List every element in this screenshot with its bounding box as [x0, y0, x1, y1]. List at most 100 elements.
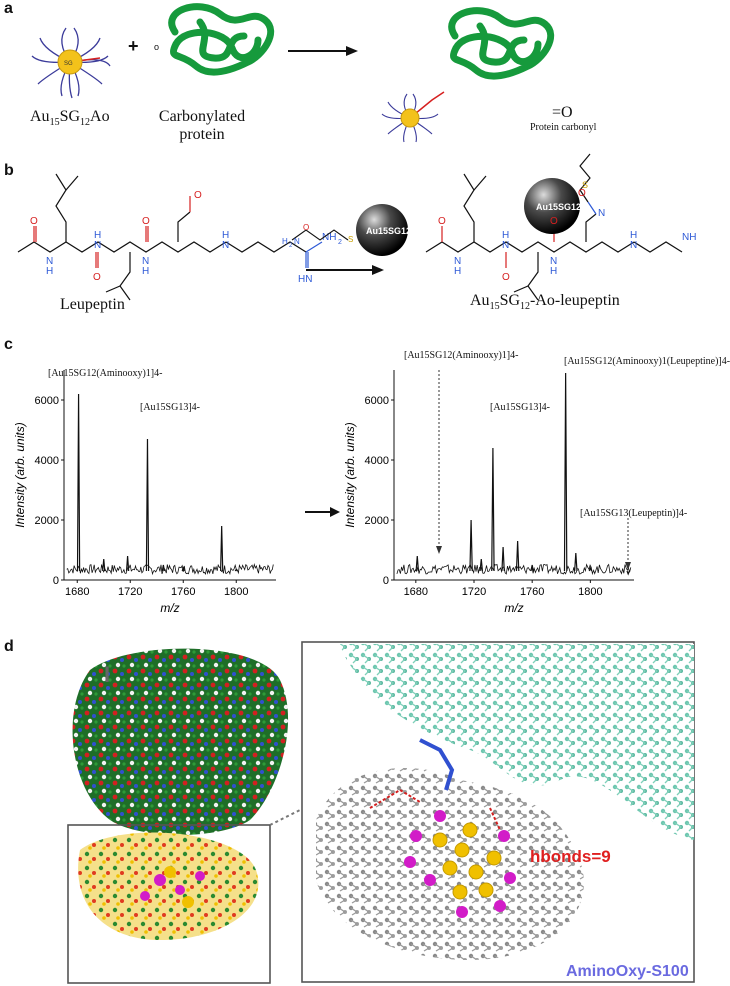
svg-text:Au15SG12: Au15SG12 [366, 226, 411, 236]
svg-text:H: H [282, 237, 288, 246]
svg-text:N: N [46, 256, 53, 267]
svg-text:N: N [630, 240, 637, 251]
svg-text:NH: NH [322, 232, 336, 243]
svg-text:S: S [348, 235, 353, 244]
product-gold-sphere [524, 178, 580, 234]
y-tick-label: 0 [53, 575, 59, 587]
spectrum-peak [145, 438, 150, 572]
svg-text:SG: SG [64, 61, 73, 67]
svg-text:N: N [454, 256, 461, 267]
spectrum-peak [563, 372, 568, 572]
y-tick-label: 2000 [365, 515, 389, 527]
svg-text:O: O [550, 216, 558, 227]
svg-text:Au15SG12: Au15SG12 [536, 202, 581, 212]
x-tick-label: 1800 [224, 586, 248, 598]
spectrum-peak [588, 566, 593, 572]
svg-text:HN: HN [298, 274, 312, 285]
spectrum-peak [102, 558, 106, 572]
zoomed-interface-model [316, 644, 694, 960]
x-tick-label: 1720 [118, 586, 142, 598]
spectrum-peak [234, 568, 238, 572]
svg-text:O: O [578, 188, 586, 199]
svg-text:H: H [46, 266, 53, 277]
x-axis-label: m/z [160, 601, 179, 615]
nanocluster-conjugate-icon [381, 91, 445, 143]
spectrum-peak [530, 564, 534, 572]
protein-conjugate-icon [448, 7, 555, 80]
spectrum-peak [469, 519, 473, 572]
x-tick-label: 1720 [462, 586, 486, 598]
gold-cluster-sphere [356, 204, 408, 256]
cluster-label: Au15SG12Ao [30, 108, 110, 129]
product-label: Au15SG12-Ao-leupeptin [470, 292, 620, 313]
annotation-left-1: [Au15SG12(Aminooxy)1]4- [48, 368, 163, 379]
spectrum-baseline [66, 562, 274, 576]
svg-text:N: N [222, 240, 229, 251]
panel-d-graphic: I hbonds=9 AminoOxy-S100 [67, 641, 695, 984]
annotation-left-2: [Au15SG13]4- [140, 402, 200, 413]
leupeptin-label: Leupeptin [60, 296, 125, 313]
spectrum-peak [220, 525, 224, 572]
protein-complex-model [72, 648, 289, 940]
roman-numeral: I [104, 662, 110, 687]
spectrum-peak [76, 393, 81, 572]
carbonyl-caption: Protein carbonyl [530, 122, 597, 133]
x-tick-label: 1800 [578, 586, 602, 598]
panel-letter-c: c [4, 336, 13, 353]
panel-letter-b: b [4, 162, 14, 179]
spectrum-peak [574, 552, 578, 572]
panel-letter-d: d [4, 638, 14, 655]
svg-text:H: H [222, 230, 229, 241]
svg-text:H: H [94, 230, 101, 241]
spectrum-peak [415, 555, 420, 572]
model-label: AminoOxy-S100 [566, 963, 689, 980]
zoom-box [67, 824, 271, 984]
svg-text:2: 2 [338, 239, 342, 246]
hbonds-label: hbonds=9 [530, 847, 611, 866]
leupeptin-structure [17, 173, 323, 301]
protein-label: Carbonylated protein [158, 108, 246, 143]
annotation-arrowhead [436, 546, 442, 554]
svg-text:2: 2 [289, 243, 293, 249]
annotation-right-4: [Au15SG13(Leupeptin)]4- [580, 508, 688, 519]
svg-text:O: O [303, 223, 309, 232]
annotation-right-2: [Au15SG13]4- [490, 402, 550, 413]
x-tick-label: 1680 [65, 586, 89, 598]
svg-text:H: H [550, 266, 557, 277]
product-structure [425, 153, 683, 301]
annotation-arrowhead [625, 562, 631, 570]
annotation-right-1: [Au15SG12(Aminooxy)1]4- [404, 350, 519, 361]
y-tick-label: 4000 [35, 455, 59, 467]
nanocluster-icon: SG [31, 27, 111, 99]
spectrum-peak [626, 570, 630, 576]
plus-sign: + [128, 36, 139, 56]
panel-letter-a: a [4, 0, 13, 17]
annotation-right-3: [Au15SG12(Aminooxy)1(Leupeptine)]4- [564, 356, 730, 367]
spectrum-peak [491, 447, 495, 572]
spectrum-peak [161, 564, 166, 572]
svg-text:NH: NH [682, 232, 696, 243]
svg-text:H: H [630, 230, 637, 241]
y-tick-label: 0 [383, 575, 389, 587]
svg-text:H: H [454, 266, 461, 277]
panel-c-arrow [305, 507, 340, 517]
svg-text:O: O [502, 272, 510, 283]
svg-text:S: S [582, 180, 588, 190]
svg-text:O: O [93, 272, 101, 283]
svg-text:N: N [502, 240, 509, 251]
svg-text:N: N [598, 208, 605, 219]
svg-text:o: o [154, 42, 159, 52]
svg-text:H: H [142, 266, 149, 277]
spectrum-peak [515, 540, 520, 572]
spectrum-peak [501, 546, 505, 572]
spectrum-peak [479, 558, 484, 572]
protein-icon [168, 3, 275, 76]
svg-text:N: N [142, 256, 149, 267]
x-tick-label: 1760 [520, 586, 544, 598]
svg-text:N: N [294, 237, 300, 246]
panel-a-graphic: SG + o [31, 3, 555, 143]
